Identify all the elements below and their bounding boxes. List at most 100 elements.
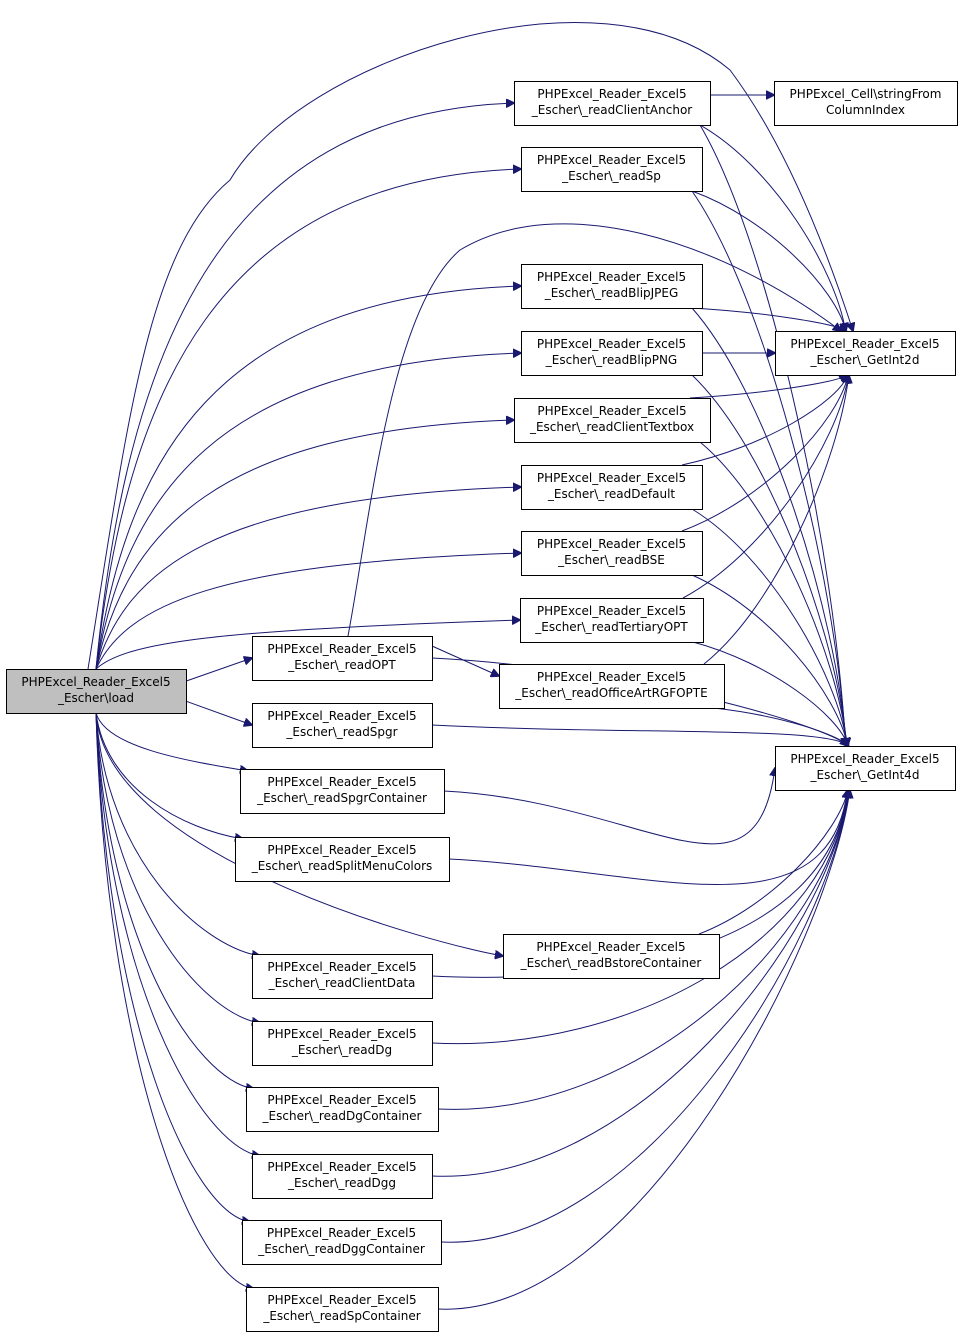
node-label-line: PHPExcel_Reader_Excel5 <box>267 1160 416 1174</box>
node-readDggContainer[interactable]: PHPExcel_Reader_Excel5_Escher\_readDggCo… <box>242 1220 442 1265</box>
edge-load-to-readClientData <box>95 712 260 956</box>
node-label-line: _Escher\_readSplitMenuColors <box>251 859 433 873</box>
node-GetInt2d[interactable]: PHPExcel_Reader_Excel5 _Escher\_GetInt2d <box>775 331 956 376</box>
node-readBlipPNG[interactable]: PHPExcel_Reader_Excel5_Escher\_readBlipP… <box>521 331 703 376</box>
node-label-line: PHPExcel_Reader_Excel5 <box>267 709 416 723</box>
node-label-line: _Escher\_readDgContainer <box>262 1109 422 1123</box>
edge-readTertiaryOPT-to-GetInt4d <box>692 641 848 746</box>
edge-load-to-readDgg <box>95 712 260 1156</box>
node-box <box>775 331 956 376</box>
edge-readBSE-to-GetInt2d <box>681 375 848 532</box>
edge-load-to-readSplitMenuColors <box>95 712 243 839</box>
node-box <box>521 331 703 376</box>
edge-readBstoreContainer-to-GetInt4d <box>698 790 848 935</box>
edge-load-to-readDefault <box>95 487 521 670</box>
node-label-line: _Escher\_readDefault <box>547 487 676 501</box>
node-label-line: _Escher\_readDg <box>291 1043 392 1057</box>
node-label-line: ColumnIndex <box>826 103 905 117</box>
node-label-line: PHPExcel_Reader_Excel5 <box>537 87 686 101</box>
node-label-line: PHPExcel_Reader_Excel5 <box>267 960 416 974</box>
edge-load-to-readSpgrContainer <box>95 712 248 771</box>
edge-load-to-readBSE <box>95 553 521 670</box>
node-readClientData[interactable]: PHPExcel_Reader_Excel5 _Escher\_readClien… <box>252 954 433 999</box>
node-readBSE[interactable]: PHPExcel_Reader_Excel5_Escher\_readBSE <box>521 531 703 576</box>
node-label-line: PHPExcel_Reader_Excel5 <box>790 337 939 351</box>
node-box <box>252 1021 433 1066</box>
node-readBstoreContainer[interactable]: PHPExcel_Reader_Excel5 _Escher\_readBstor… <box>503 934 720 979</box>
node-label-line: _Escher\_readTertiaryOPT <box>534 620 688 634</box>
node-box <box>775 746 956 791</box>
node-label-line: _Escher\_GetInt2d <box>810 353 920 367</box>
node-label-line: _Escher\_readBstoreContainer <box>520 956 702 970</box>
node-label-line: _Escher\_readBlipJPEG <box>544 286 679 300</box>
node-label-line: _Escher\_readOPT <box>287 658 396 672</box>
node-label-line: _Escher\_readSp <box>561 169 661 183</box>
node-label-line: PHPExcel_Reader_Excel5 <box>537 537 686 551</box>
node-label-line: _Escher\_readSpgrContainer <box>256 791 427 805</box>
edge-load-to-readDg <box>95 712 260 1023</box>
node-box <box>774 81 958 126</box>
node-GetInt4d[interactable]: PHPExcel_Reader_Excel5_Escher\_GetInt4d <box>775 746 956 791</box>
node-readBlipJPEG[interactable]: PHPExcel_Reader_Excel5 _Escher\_readBlipJ… <box>521 264 703 309</box>
node-label-line: PHPExcel_Reader_Excel5 <box>267 1293 416 1307</box>
node-label-line: PHPExcel_Reader_Excel5 <box>21 675 170 689</box>
edge-readSplitMenuColors-to-GetInt4d <box>448 790 848 885</box>
node-box <box>514 81 711 126</box>
edge-readTertiaryOPT-to-GetInt2d <box>682 375 848 599</box>
node-box <box>240 769 445 814</box>
node-readDgg[interactable]: PHPExcel_Reader_Excel5_Escher\_readDgg <box>252 1154 433 1199</box>
node-box <box>521 147 703 192</box>
function-nodes: PHPExcel_Reader_Excel5_Escher\loadPHPExc… <box>6 81 958 1332</box>
node-label-line: PHPExcel_Reader_Excel5 <box>537 471 686 485</box>
edge-readDg-to-GetInt4d <box>431 790 848 1045</box>
node-label-line: _Escher\_readBlipPNG <box>545 353 677 367</box>
edge-readSp-to-GetInt4d <box>691 190 846 746</box>
node-box <box>520 598 704 643</box>
node-readSplitMenuColors[interactable]: PHPExcel_Reader_Excel5_Escher\_readSplit… <box>235 837 450 882</box>
node-box <box>521 465 703 510</box>
node-box <box>246 1287 439 1332</box>
node-readClientTextbox[interactable]: PHPExcel_Reader_Excel5_Escher\_readClien… <box>514 398 711 443</box>
node-readDg[interactable]: PHPExcel_Reader_Excel5_Escher\_readDg <box>252 1021 433 1066</box>
edge-readClientAnchor-to-GetInt4d <box>699 124 846 746</box>
edge-load-to-readBlipJPEG <box>95 286 521 670</box>
edge-readClientTextbox-to-GetInt2d <box>689 375 847 399</box>
node-label-line: _Escher\_readSpContainer <box>262 1309 420 1323</box>
node-readClientAnchor[interactable]: PHPExcel_Reader_Excel5 _Escher\_readClien… <box>514 81 711 126</box>
node-box <box>252 1154 433 1199</box>
edge-readBlipJPEG-to-GetInt4d <box>691 307 846 746</box>
node-box <box>252 703 433 748</box>
node-label-line: PHPExcel_Reader_Excel5 <box>536 940 685 954</box>
node-readSpgrContainer[interactable]: PHPExcel_Reader_Excel5_Escher\_readSpgrC… <box>240 769 445 814</box>
node-label-line: _Escher\_GetInt4d <box>810 768 920 782</box>
edge-readSpgr-to-GetInt4d <box>431 724 849 746</box>
edge-load-to-readBlipPNG <box>95 353 521 670</box>
node-readDefault[interactable]: PHPExcel_Reader_Excel5 _Escher\_readDefau… <box>521 465 703 510</box>
node-readSp[interactable]: PHPExcel_Reader_Excel5_Escher\_readSp <box>521 147 703 192</box>
edge-readBSE-to-GetInt4d <box>691 574 848 746</box>
node-readTertiaryOPT[interactable]: PHPExcel_Reader_Excel5_Escher\_readTerti… <box>520 598 704 643</box>
node-label-line: PHPExcel_Reader_Excel5 <box>537 670 686 684</box>
edge-readOfficeArtRGFOPTE-to-GetInt2d <box>703 375 849 665</box>
node-readSpgr[interactable]: PHPExcel_Reader_Excel5_Escher\_readSpgr <box>252 703 433 748</box>
node-label-line: PHPExcel_Reader_Excel5 <box>267 1093 416 1107</box>
node-box <box>6 669 187 714</box>
edge-readSpContainer-to-GetInt4d <box>437 790 850 1310</box>
node-label-line: PHPExcel_Reader_Excel5 <box>537 270 686 284</box>
node-label-line: _Escher\load <box>57 691 134 705</box>
node-box <box>242 1220 442 1265</box>
node-label-line: PHPExcel_Reader_Excel5 <box>537 404 686 418</box>
node-box <box>499 664 725 709</box>
node-load[interactable]: PHPExcel_Reader_Excel5 _Escher\load <box>6 669 187 714</box>
node-label-line: _Escher\_readClientAnchor <box>531 103 693 117</box>
node-label-line: _Escher\_readClientData <box>268 976 416 990</box>
node-readOfficeArtRGFOPTE[interactable]: PHPExcel_Reader_Excel5_Escher\_readOffic… <box>499 664 725 709</box>
node-readOPT[interactable]: PHPExcel_Reader_Excel5_Escher\_readOPT <box>252 636 433 681</box>
edge-load-to-readDgContainer <box>95 712 254 1089</box>
node-box <box>235 837 450 882</box>
node-readSpContainer[interactable]: PHPExcel_Reader_Excel5 _Escher\_readSpCon… <box>246 1287 439 1332</box>
node-readDgContainer[interactable]: PHPExcel_Reader_Excel5 _Escher\_readDgCon… <box>246 1087 439 1132</box>
edge-readOPT-to-readOfficeArtRGFOPTE <box>431 645 499 676</box>
